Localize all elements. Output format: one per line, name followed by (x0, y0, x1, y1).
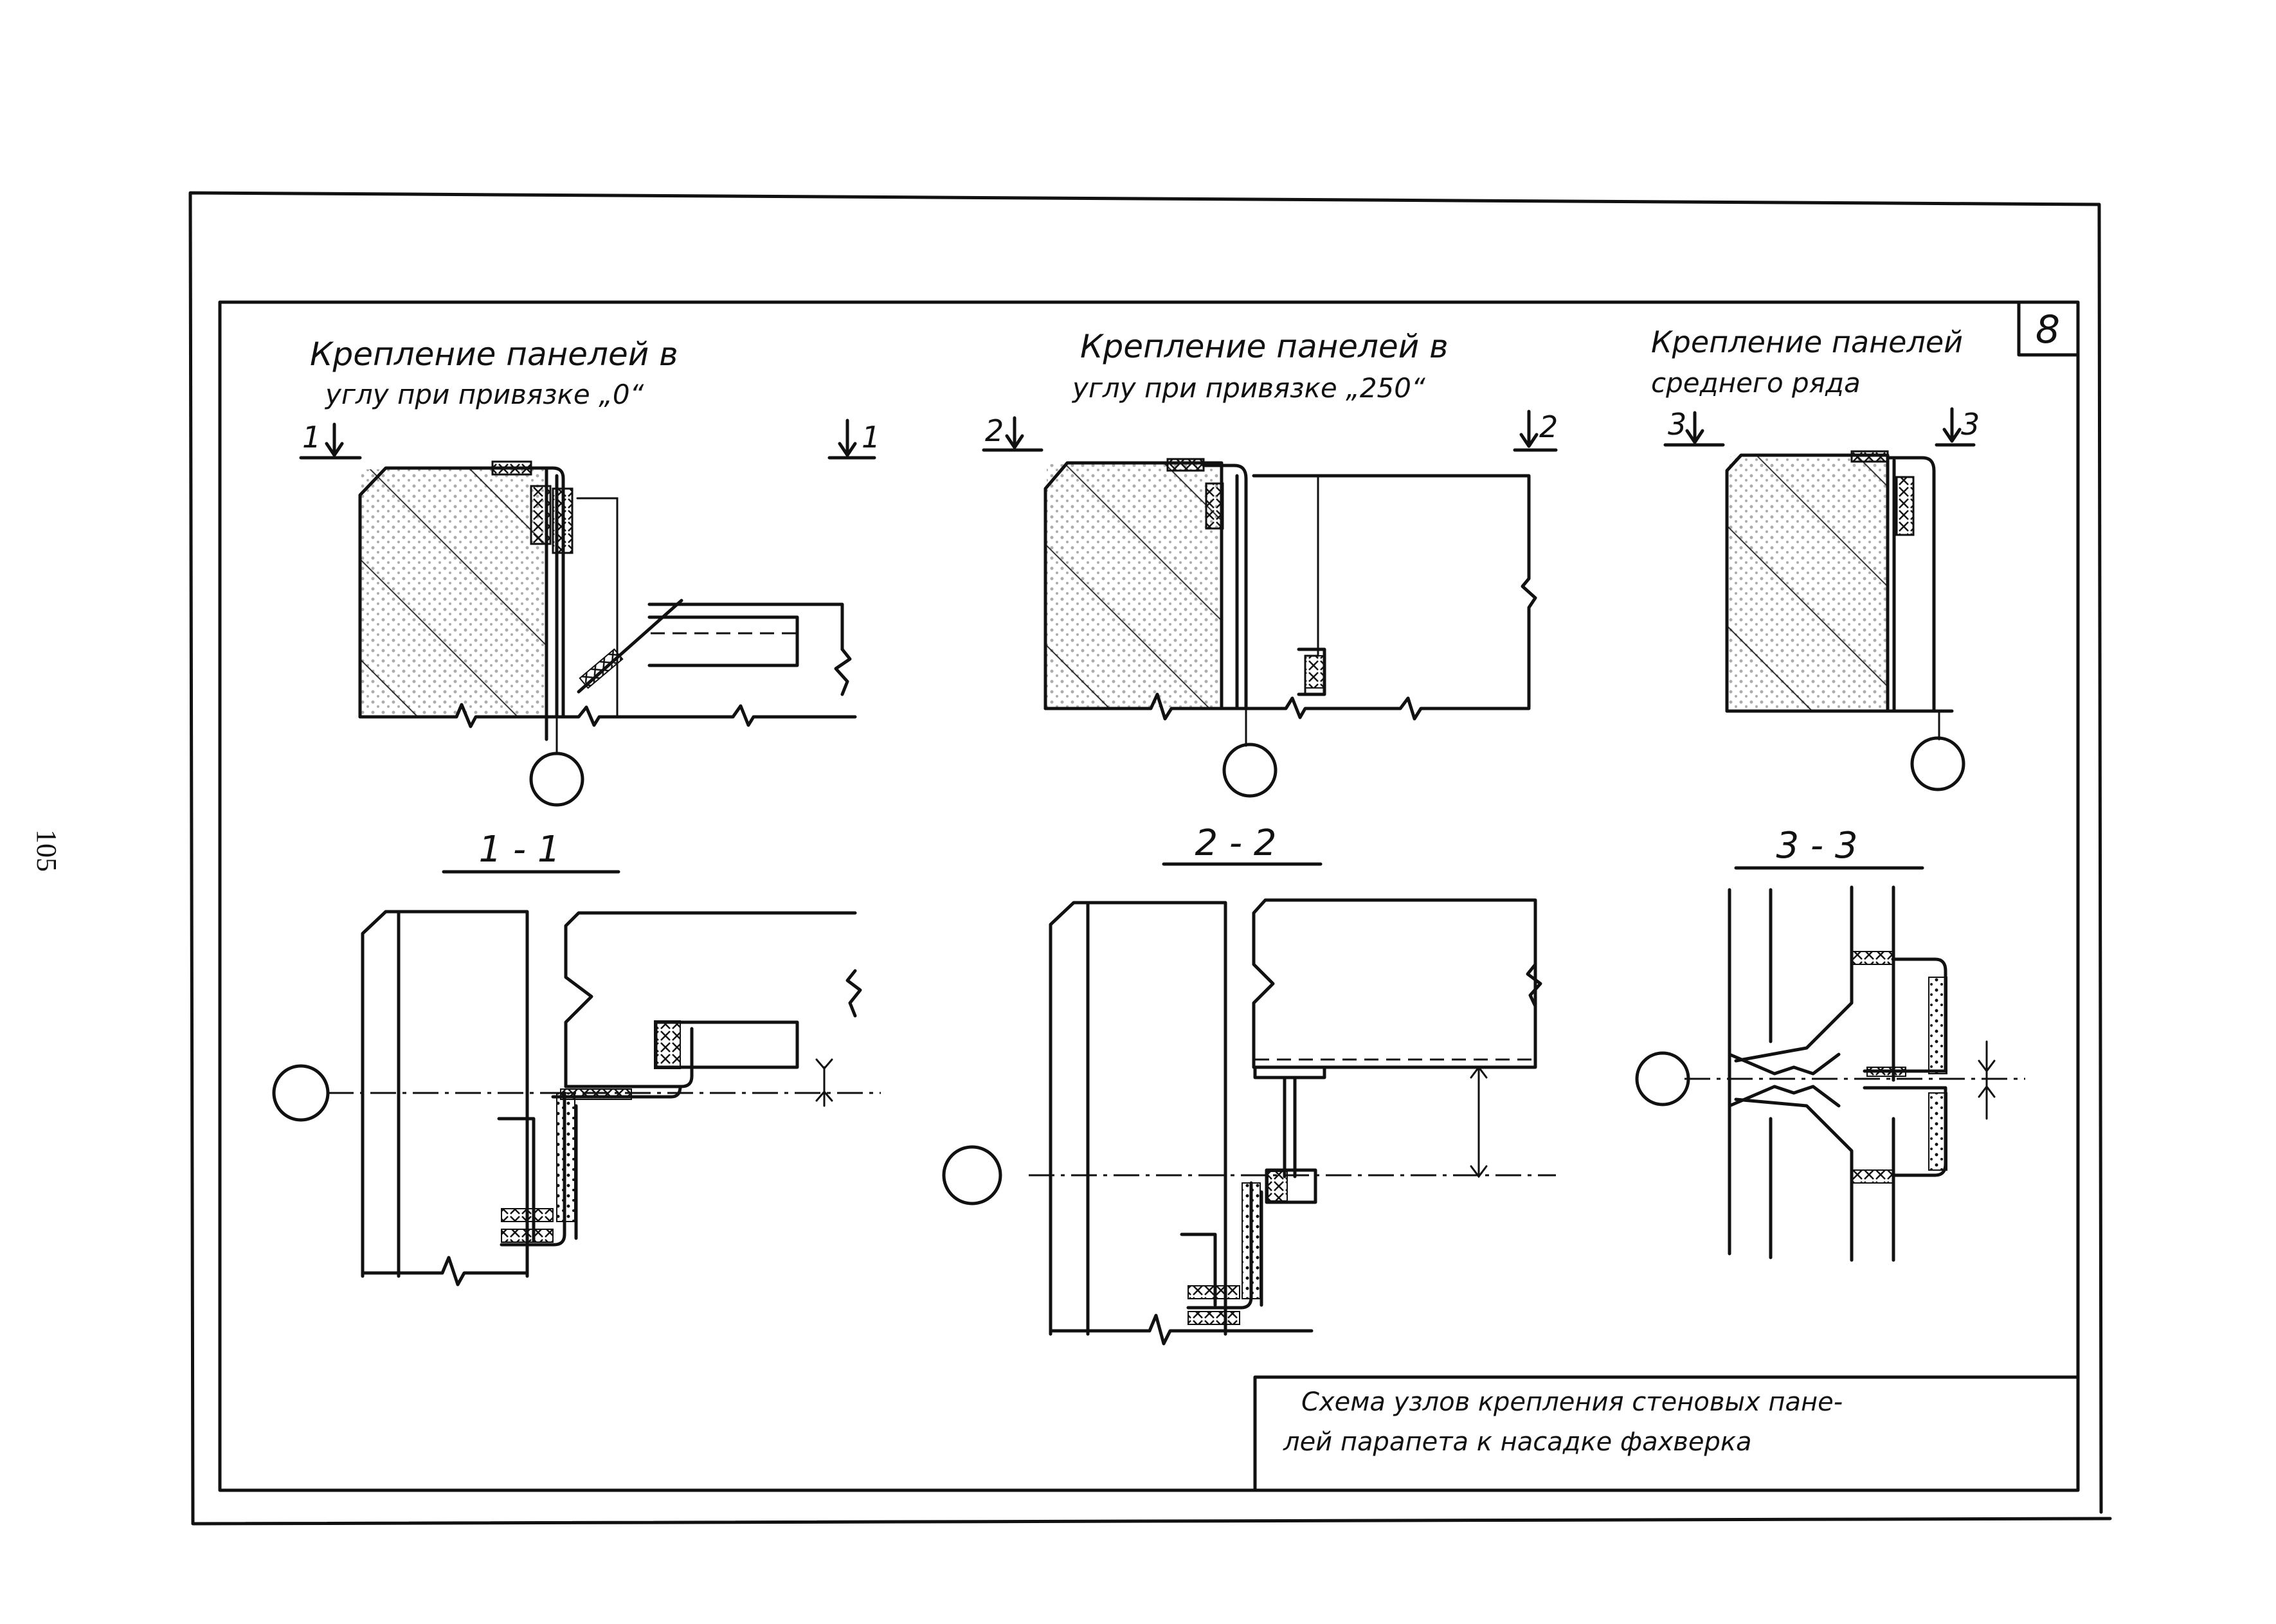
title-line-2: лей парапета к насадке фахверка (1283, 1427, 1752, 1457)
heading-corner-zero-line2: углу при привязке „0“ (324, 379, 644, 410)
svg-text:3: 3 (1961, 407, 1980, 442)
svg-text:2: 2 (1539, 410, 1558, 444)
section-title-1: 1 - 1 (442, 829, 620, 874)
heading-corner-250-line2: углу при привязке „250“ (1071, 372, 1425, 404)
cut-marker-1-right: 1 (827, 419, 880, 460)
svg-text:1: 1 (862, 420, 880, 455)
section-3-3-drawing (1635, 885, 2025, 1262)
cut-marker-1-left: 1 (299, 420, 362, 460)
title-line-1: Схема узлов крепления стеновых пане- (1301, 1387, 1843, 1417)
cut-marker-2-right: 2 (1513, 410, 1558, 452)
outer-frame (188, 191, 2112, 1526)
sheet-number: 8 (2036, 307, 2060, 352)
cut-marker-3-left: 3 (1663, 407, 1725, 447)
sheet-number-box: 8 (2017, 300, 2080, 357)
heading-middle-row-line1: Крепление панелей (1651, 325, 1963, 359)
cut-marker-2-left: 2 (982, 413, 1043, 452)
section-title-2: 2 - 2 (1162, 822, 1323, 866)
svg-text:2 - 2: 2 - 2 (1195, 822, 1276, 864)
inner-frame (218, 300, 2080, 1492)
heading-corner-250-line1: Крепление панелей в (1080, 328, 1449, 365)
elevation-corner-zero (358, 460, 857, 807)
svg-text:3 - 3: 3 - 3 (1776, 825, 1857, 867)
svg-text:3: 3 (1668, 407, 1686, 442)
title-block: Схема узлов крепления стеновых пане- лей… (1253, 1375, 2080, 1492)
svg-text:1: 1 (302, 420, 321, 455)
elevation-middle-row (1725, 450, 1965, 791)
section-1-1-drawing (272, 910, 881, 1286)
section-title-3: 3 - 3 (1734, 825, 1924, 870)
heading-corner-zero-line1: Крепление панелей в (310, 336, 678, 373)
heading-middle-row-line2: среднего ряда (1651, 367, 1861, 399)
cut-marker-3-right: 3 (1935, 407, 1980, 447)
section-2-2-drawing (942, 898, 1556, 1346)
svg-text:1 - 1: 1 - 1 (478, 829, 560, 871)
elevation-corner-250 (1043, 458, 1537, 798)
svg-text:2: 2 (985, 413, 1004, 448)
